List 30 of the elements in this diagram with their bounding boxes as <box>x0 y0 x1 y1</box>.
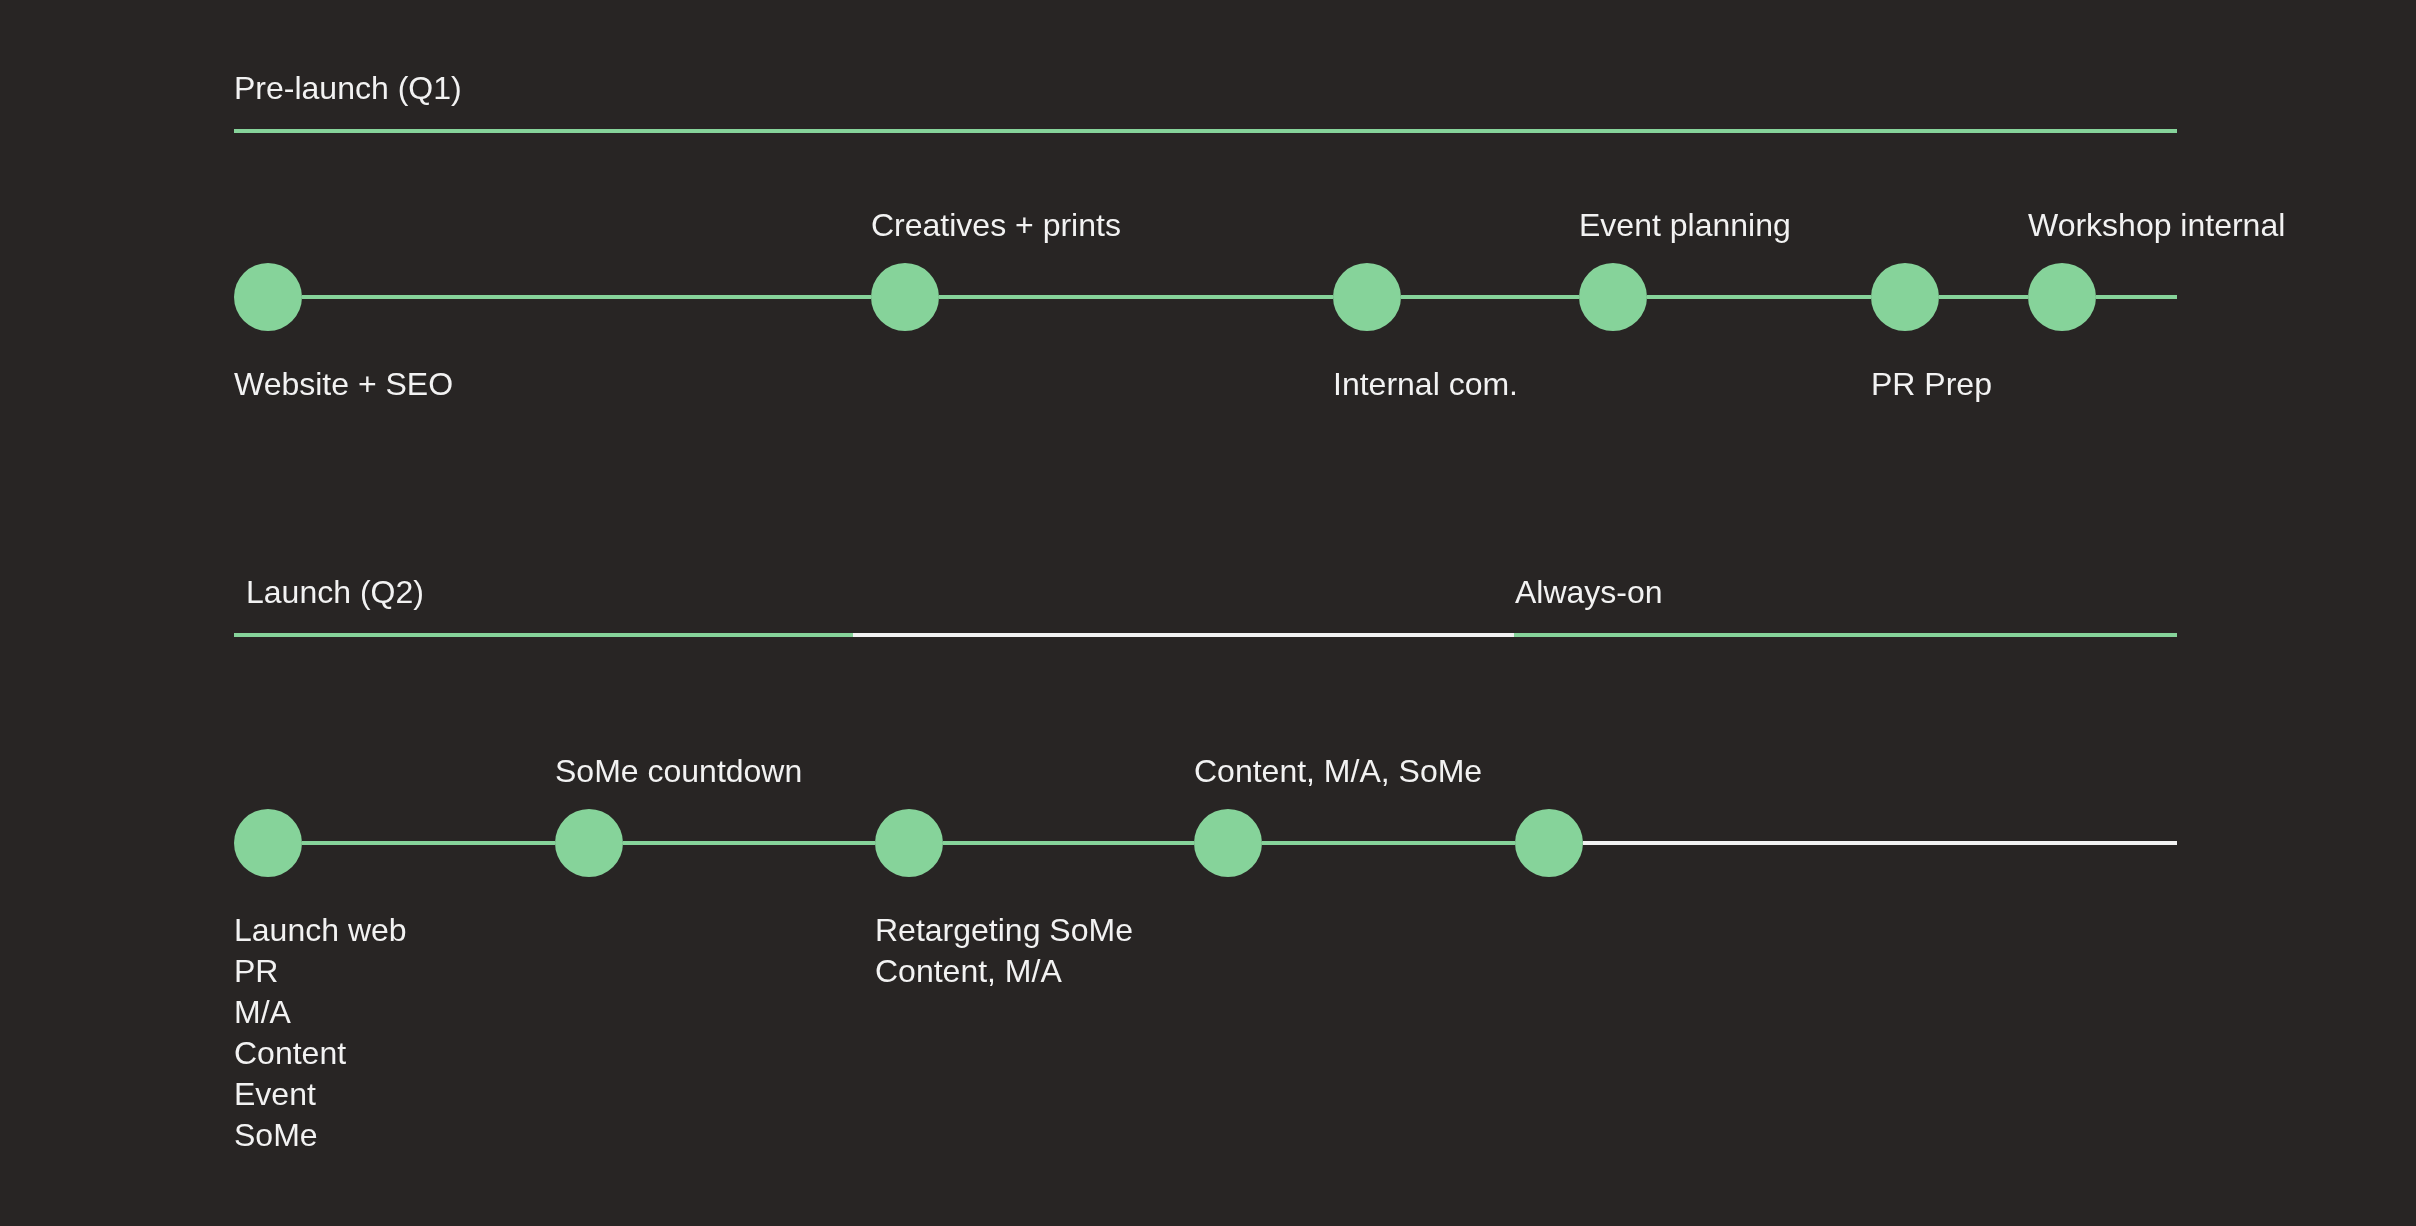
milestone-label: Content, M/A, SoMe <box>1194 752 1483 791</box>
milestone-label: PR Prep <box>1871 365 1992 404</box>
timeline-connector <box>939 295 1333 299</box>
milestone-label: M/A <box>234 993 291 1032</box>
phase-heading: Pre-launch (Q1) <box>234 69 462 108</box>
milestone-label: Event planning <box>1579 206 1791 245</box>
milestone-label: PR <box>234 952 279 991</box>
milestone-label: SoMe countdown <box>555 752 803 791</box>
milestone-label: Website + SEO <box>234 365 454 404</box>
milestone-label: Retargeting SoMe <box>875 911 1133 950</box>
timeline-connector <box>623 841 875 845</box>
timeline-connector <box>2096 295 2177 299</box>
phase-heading: Always-on <box>1515 573 1663 612</box>
timeline-connector <box>943 841 1194 845</box>
milestone-label: Event <box>234 1075 316 1114</box>
phase-heading: Launch (Q2) <box>246 573 424 612</box>
milestone-label: Internal com. <box>1333 365 1518 404</box>
timeline-connector <box>302 841 555 845</box>
timeline-connector <box>1939 295 2028 299</box>
timeline-connector <box>1647 295 1871 299</box>
milestone-label: Content, M/A <box>875 952 1062 991</box>
timeline-connector <box>1583 841 2177 845</box>
timeline-connector <box>302 295 871 299</box>
milestone-label: SoMe <box>234 1116 318 1155</box>
milestone-label: Content <box>234 1034 347 1073</box>
timeline-connector <box>1401 295 1579 299</box>
milestone-label: Creatives + prints <box>871 206 1121 245</box>
milestone-label: Workshop internal <box>2028 206 2286 245</box>
milestone-label: Launch web <box>234 911 407 950</box>
timeline-connector <box>1262 841 1515 845</box>
